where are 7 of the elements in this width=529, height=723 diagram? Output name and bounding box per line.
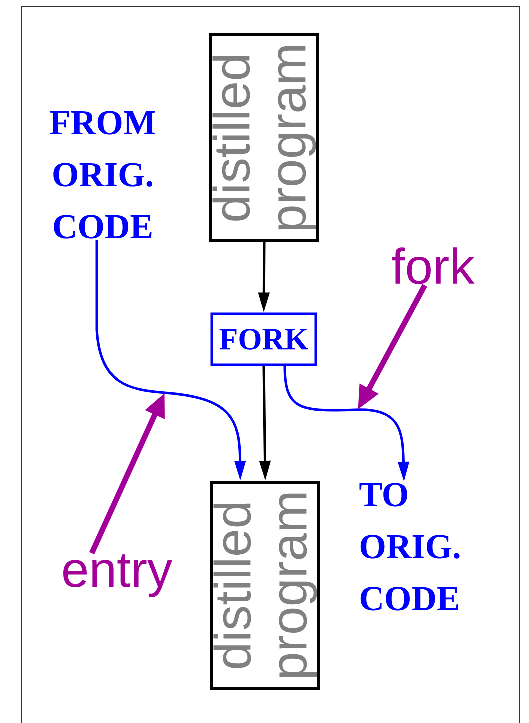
program-box: distilled program	[210, 34, 320, 242]
annotation-label: fork	[392, 248, 475, 284]
fork-box: FORK	[210, 312, 318, 366]
program-box: distilled program	[210, 481, 320, 690]
source-label: FROM ORIG. CODE	[50, 111, 156, 239]
annotation-label: entry	[64, 554, 172, 598]
target-label: TO ORIG. CODE	[360, 483, 460, 611]
